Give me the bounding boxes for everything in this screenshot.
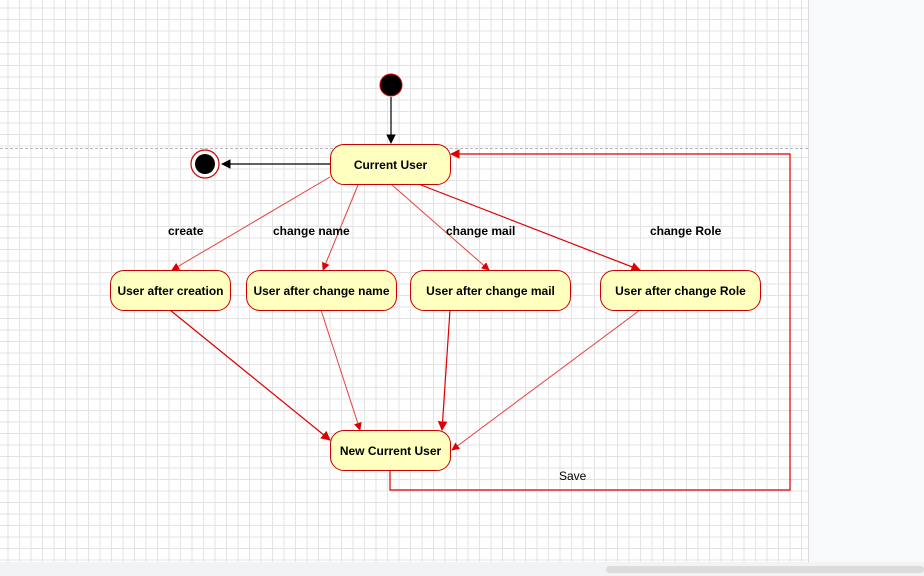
label-change-name[interactable]: change name <box>273 224 350 238</box>
horizontal-scrollbar-thumb[interactable] <box>606 566 924 573</box>
state-user-after-change-name[interactable]: User after change name <box>246 270 397 311</box>
edge-mail-to-new[interactable] <box>437 309 451 431</box>
edge-name-to-new[interactable] <box>320 309 362 431</box>
initial-state[interactable] <box>379 73 403 97</box>
label-change-mail[interactable]: change mail <box>446 224 516 238</box>
edge-change-mail[interactable] <box>391 184 490 271</box>
edge-save[interactable] <box>389 149 791 491</box>
edge-role-to-new[interactable] <box>451 309 641 451</box>
state-current-user[interactable]: Current User <box>330 144 451 185</box>
edge-change-name[interactable] <box>322 184 359 271</box>
state-new-current-user[interactable]: New Current User <box>330 430 451 471</box>
state-user-after-creation[interactable]: User after creation <box>110 270 231 311</box>
edge-change-role[interactable] <box>420 184 641 272</box>
diagram-edges <box>169 73 791 491</box>
label-change-role[interactable]: change Role <box>650 224 722 238</box>
label-save[interactable]: Save <box>559 469 587 483</box>
final-state[interactable] <box>190 149 220 179</box>
edge-creation-to-new[interactable] <box>169 309 331 441</box>
state-user-after-change-role[interactable]: User after change Role <box>600 270 761 311</box>
state-user-after-change-mail[interactable]: User after change mail <box>410 270 571 311</box>
format-panel <box>808 0 924 562</box>
edge-create[interactable] <box>171 176 331 271</box>
label-create[interactable]: create <box>168 224 204 238</box>
